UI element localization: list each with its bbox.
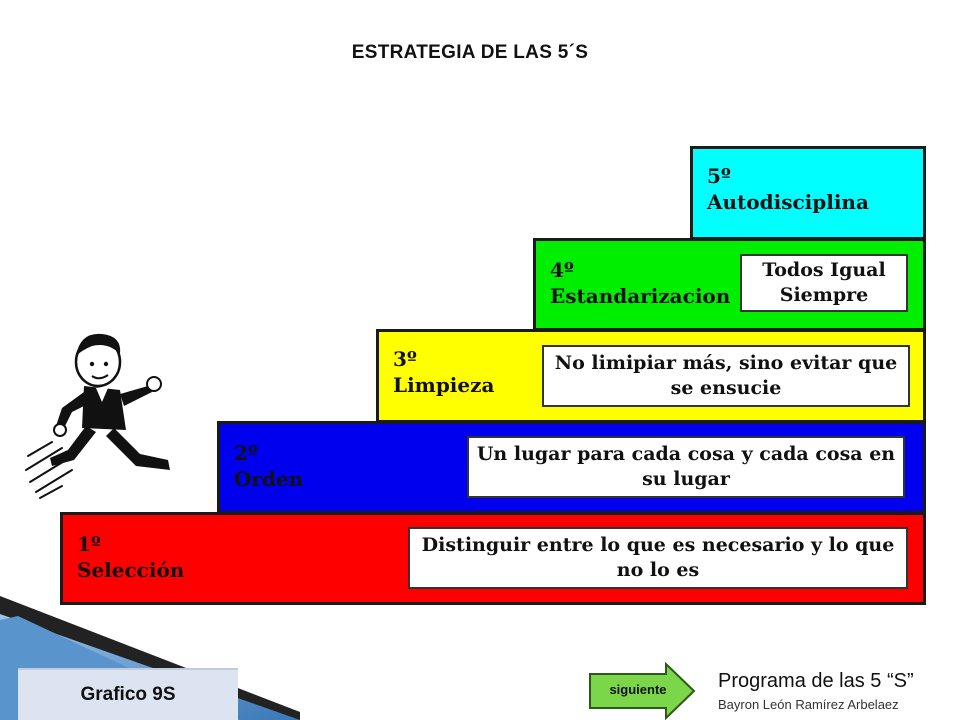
graphic-caption: Grafico 9S — [18, 668, 238, 720]
step-2-orden: 2º Orden Un lugar para cada cosa y cada … — [217, 421, 926, 514]
next-button-label: siguiente — [609, 682, 667, 697]
step-3-name: Limpieza — [393, 373, 495, 397]
step-4-name: Estandarizacion — [550, 284, 731, 308]
page-title: ESTRATEGIA DE LAS 5´S — [351, 42, 589, 63]
step-4-description: Todos Igual Siempre — [740, 254, 908, 312]
step-3-description: No limipiar más, sino evitar que se ensu… — [542, 345, 910, 407]
next-button[interactable]: siguiente — [586, 662, 698, 720]
step-4-label: 4º Estandarizacion — [550, 257, 730, 309]
step-1-description: Distinguir entre lo que es necesario y l… — [408, 527, 908, 589]
step-4-estandarizacion: 4º Estandarizacion Todos Igual Siempre — [533, 238, 926, 331]
arrow-right-icon — [589, 662, 696, 720]
step-3-label: 3º Limpieza — [393, 346, 494, 398]
step-2-number: 2º — [234, 441, 258, 465]
step-4-number: 4º — [550, 258, 574, 282]
step-5-number: 5º — [707, 164, 731, 188]
step-3-limpieza: 3º Limpieza No limipiar más, sino evitar… — [376, 329, 926, 423]
step-2-description: Un lugar para cada cosa y cada cosa en s… — [467, 436, 905, 498]
step-1-name: Selección — [77, 558, 185, 582]
step-1-number: 1º — [77, 532, 101, 556]
running-man-icon — [25, 333, 170, 499]
step-5-label: 5º Autodisciplina — [707, 163, 869, 215]
step-2-label: 2º Orden — [234, 440, 303, 492]
step-3-number: 3º — [393, 347, 417, 371]
step-1-label: 1º Selección — [77, 531, 184, 583]
step-2-name: Orden — [234, 467, 304, 491]
author-name: Bayron León Ramírez Arbelaez — [718, 697, 899, 712]
step-5-autodisciplina: 5º Autodisciplina — [690, 146, 926, 240]
program-title: Programa de las 5 “S” — [718, 670, 914, 692]
step-5-name: Autodisciplina — [707, 190, 869, 214]
step-1-seleccion: 1º Selección Distinguir entre lo que es … — [60, 512, 926, 605]
